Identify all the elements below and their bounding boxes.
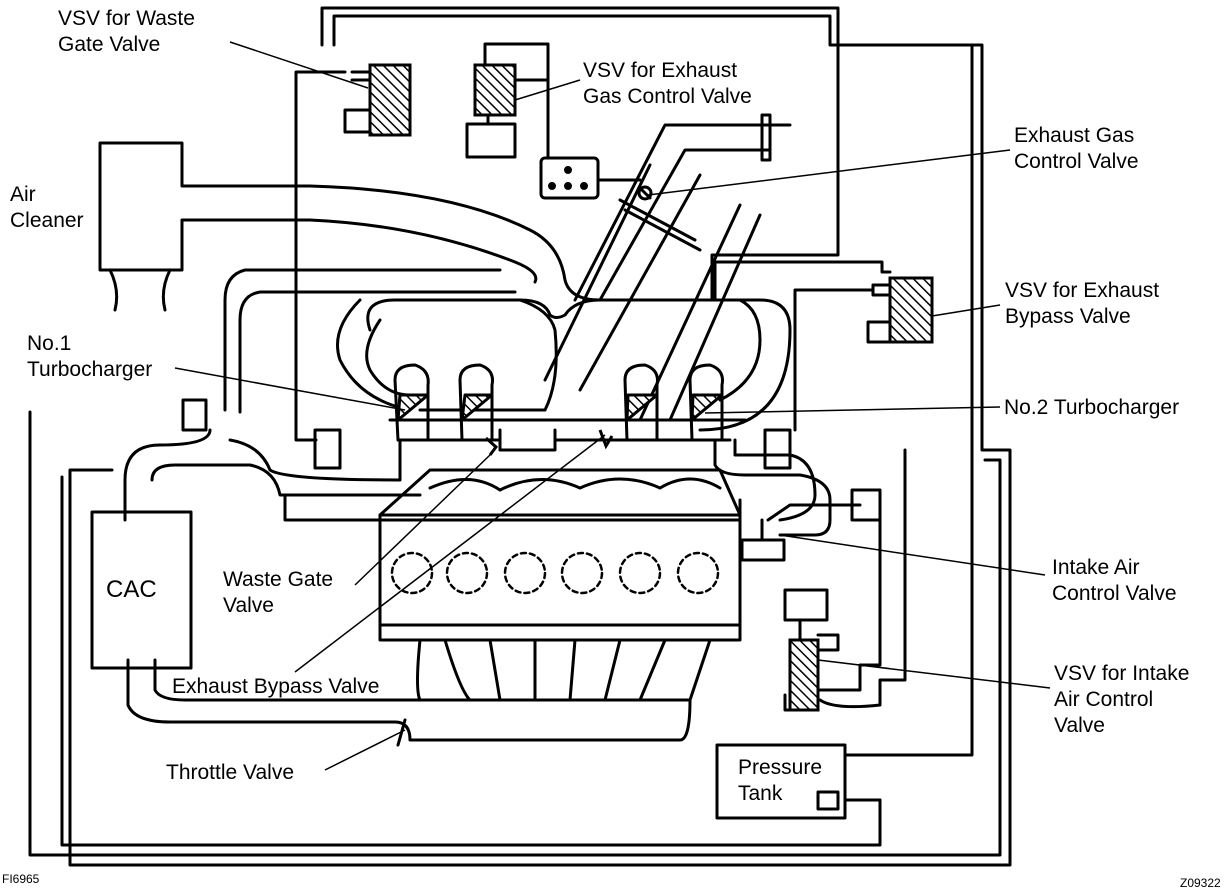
vsv-exhaust-bypass-body	[866, 320, 892, 344]
vsv-egcv-solenoid	[473, 63, 517, 117]
intake-pipe-cac	[123, 428, 402, 522]
vacuum-line-right	[68, 43, 1012, 867]
label-cac: CAC	[106, 576, 157, 603]
leader-egcv	[647, 149, 1011, 196]
exhaust-pipe-diagonal	[543, 123, 792, 422]
image-code: Z09322	[1180, 876, 1221, 890]
label-throttle-valve: Throttle Valve	[166, 761, 294, 784]
no2-turbo-housing	[623, 363, 659, 442]
label-vsv-exhaust-bypass: VSV for Exhaust Bypass Valve	[1005, 279, 1160, 328]
cac-box	[90, 510, 193, 670]
air-cleaner-body	[98, 141, 792, 432]
vsv-exhaust-bypass-solenoid	[888, 276, 934, 344]
iacv-body	[740, 538, 786, 562]
leader-vsv-waste-gate	[229, 41, 369, 89]
leader-iacv	[779, 534, 1046, 576]
intake-pipe-loop-left	[223, 268, 517, 414]
vsv-egcv-body	[465, 122, 517, 159]
pressure-tank-box	[715, 743, 847, 820]
vacuum-line-left	[28, 410, 1002, 857]
leader-no1-turbo	[174, 367, 406, 411]
engine-block	[378, 513, 742, 642]
egcv-connector	[539, 156, 600, 200]
label-no1-turbocharger: No.1 Turbocharger	[27, 332, 153, 381]
leader-vsv-iacv	[817, 659, 1051, 689]
label-air-cleaner: Air Cleaner	[10, 183, 84, 232]
leader-exhaust-bypass	[294, 434, 606, 673]
label-waste-gate-valve: Waste Gate Valve	[223, 568, 334, 617]
vsv-waste-gate-solenoid	[368, 63, 412, 137]
leader-vsv-egcv	[514, 79, 581, 101]
label-vsv-waste-gate: VSV for Waste Gate Valve	[58, 7, 195, 56]
vacuum-line-outer-right	[332, 14, 974, 757]
label-pressure-tank: Pressure Tank	[738, 756, 823, 805]
figure-code: FI6965	[2, 872, 40, 886]
leader-waste-gate	[354, 454, 491, 586]
label-exhaust-gas-control-valve: Exhaust Gas Control Valve	[1014, 124, 1139, 173]
vsv-waste-gate-body	[343, 108, 372, 134]
lower-intake-pipe	[126, 658, 692, 742]
leader-no2-turbo	[704, 406, 1001, 414]
label-vsv-exhaust-gas-control: VSV for Exhaust Gas Control Valve	[583, 59, 752, 108]
label-vsv-intake-air-control: VSV for Intake Air Control Valve	[1054, 662, 1190, 737]
vsv-iacv-top-box	[783, 588, 829, 622]
label-intake-air-control-valve: Intake Air Control Valve	[1052, 556, 1177, 605]
leader-vsv-exhaust-bypass	[931, 304, 1001, 317]
vsv-iacv-solenoid	[788, 638, 820, 712]
label-exhaust-bypass-valve: Exhaust Bypass Valve	[172, 675, 380, 698]
no1-turbo-housing	[393, 363, 430, 442]
leader-throttle	[324, 729, 406, 771]
label-no2-turbocharger: No.2 Turbocharger	[1004, 396, 1180, 419]
